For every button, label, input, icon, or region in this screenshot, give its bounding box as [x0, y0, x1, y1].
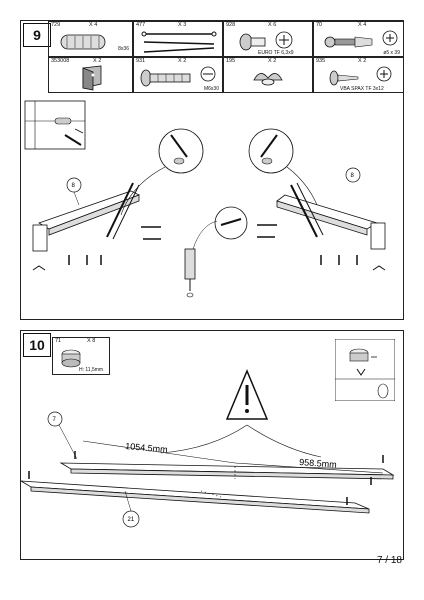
parts-table: 729 X 4 8x36 477 X 3 92	[48, 21, 404, 93]
part-code: 729	[51, 22, 61, 28]
page-number: 7 / 18	[376, 555, 402, 566]
part-code: 71	[55, 338, 62, 344]
left-panel-assembly: 8	[32, 177, 161, 271]
label-panel-8-right: 8	[351, 173, 355, 179]
part-cell: 729 X 4 8x36	[48, 21, 133, 57]
part-note: ø5 x 39	[383, 50, 400, 56]
bolt-icon	[140, 66, 216, 87]
part-code: 195	[226, 58, 236, 64]
right-panel-assembly: 8	[257, 167, 386, 271]
zoom-detail-right	[248, 128, 322, 216]
part-note: H: 11,5mm	[79, 367, 104, 373]
angle-bracket-icon	[82, 65, 102, 91]
part-qty: X 2	[93, 58, 102, 64]
zoom-detail-center	[184, 206, 248, 298]
label-board-7: 7	[53, 417, 57, 423]
label-board-21: 21	[128, 517, 135, 523]
wing-nut-icon	[253, 73, 283, 86]
step-9-panel: 9 729 X 4 8x36 477 X 3	[20, 20, 404, 320]
part-qty: X 2	[358, 58, 367, 64]
part-cell: 70 X 4 ø5 x 39	[313, 21, 404, 57]
part-cell: 477 X 3	[133, 21, 223, 57]
inset-dowel-detail	[24, 100, 86, 150]
cam-lock-icon	[61, 349, 81, 368]
dowel-icon	[60, 34, 106, 50]
step-number: 9	[23, 23, 51, 47]
euro-screw-icon	[239, 31, 293, 51]
dimension-right: 958.5mm	[299, 457, 337, 470]
part-code: 928	[226, 22, 236, 28]
bottom-board	[21, 480, 370, 514]
part-qty: X 8	[87, 338, 96, 344]
part-code: 935	[316, 58, 326, 64]
part-cell: 935 X 2 VBA SPAX TF 3x12	[313, 57, 404, 93]
part-note: 8x36	[118, 46, 129, 52]
part-qty: X 6	[268, 22, 277, 28]
step-9-illustration: 8	[24, 100, 386, 298]
zoom-detail-left	[120, 128, 204, 216]
part-note: EURO TF 6,3x9	[258, 50, 294, 56]
part-qty: X 2	[178, 58, 187, 64]
part-qty: X 3	[178, 22, 187, 28]
part-cell: 928 X 6 EURO TF 6,3x9	[223, 21, 313, 57]
dimension-left: 1054.5mm	[125, 441, 168, 455]
part-cell: 195 X 2	[223, 57, 313, 93]
part-cell: 71 X 8 H: 11,5mm	[52, 337, 110, 375]
wall-plug-screw-icon	[324, 30, 398, 48]
spax-screw-icon	[329, 66, 392, 86]
part-cell: 353008 X 2	[48, 57, 133, 93]
part-code: 70	[316, 22, 323, 28]
part-note: M6x30	[203, 86, 219, 92]
step-10-panel: 10 71 X 8 H: 11,5mm	[20, 330, 404, 560]
part-code: 931	[136, 58, 146, 64]
part-cell: 931 X 2 M6x30	[133, 57, 223, 93]
step-10-illustration: 1054.5mm 958.5mm 7 21	[21, 369, 395, 528]
part-qty: X 4	[89, 22, 98, 28]
inset-cam-lock-detail	[335, 339, 395, 401]
part-code: 477	[136, 22, 146, 28]
step-number: 10	[23, 333, 51, 357]
warning-icon	[225, 369, 269, 420]
top-board	[59, 462, 395, 480]
part-code: 353008	[51, 58, 70, 64]
part-qty: X 4	[358, 22, 367, 28]
metal-rods-icon	[141, 31, 217, 53]
part-qty: X 2	[268, 58, 277, 64]
label-panel-8-left: 8	[72, 183, 76, 189]
part-note: VBA SPAX TF 3x12	[340, 86, 384, 92]
